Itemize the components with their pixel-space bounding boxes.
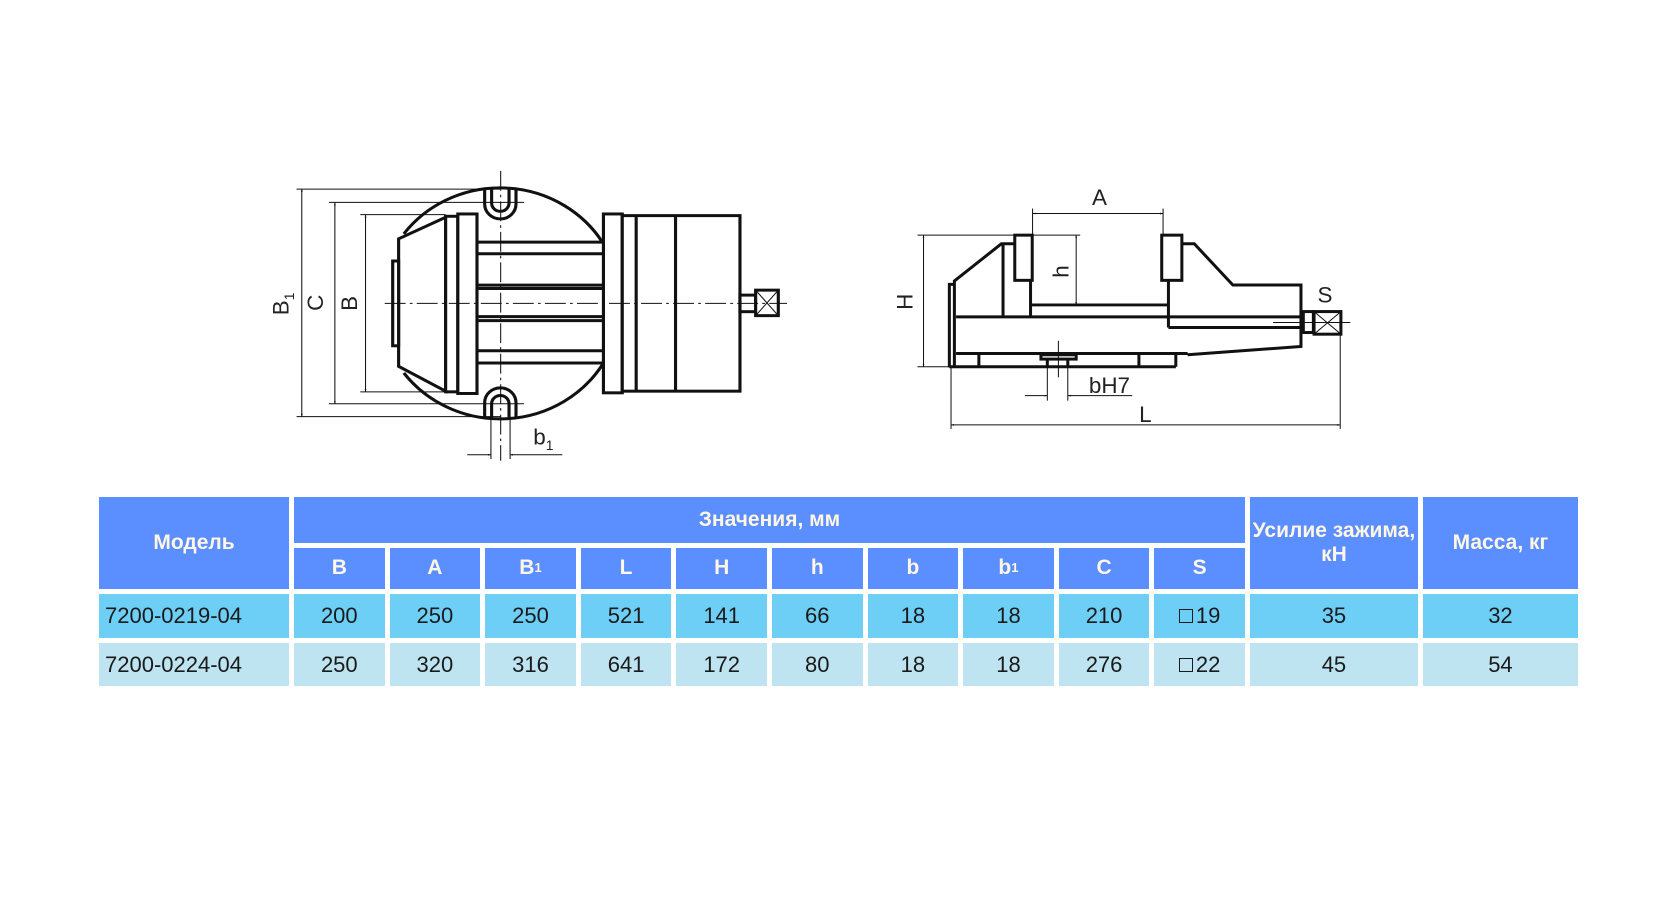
cell-value: 250 [485,594,576,638]
cell-value: 141 [676,594,767,638]
specifications-table: Модель Значения, мм Усилие зажима, кН Ма… [99,497,1578,686]
square-icon [1178,609,1193,623]
cell-value: 200 [294,594,385,638]
cell-value: 18 [867,594,959,638]
cell-force: 35 [1249,594,1418,638]
label-h-small-dim: h [1049,265,1074,277]
square-icon [1178,657,1193,672]
cell-mass: 54 [1422,643,1578,686]
label-l-dim: L [1139,402,1151,427]
header-model: Модель [99,497,289,589]
cell-value: 210 [1058,594,1150,638]
cell-value: 521 [580,594,672,638]
column-header: L [580,548,672,589]
cell-value: 18 [963,594,1054,638]
cell-value: 80 [771,643,863,686]
cell-mass: 32 [1422,594,1578,638]
column-header: A [389,548,481,589]
cell-square-size: 19 [1154,594,1245,638]
label-c-dim: C [303,295,328,311]
column-header: b [867,548,959,589]
column-header: B [294,548,385,589]
label-b1-dim: B1 [269,292,297,315]
cell-value: 276 [1058,643,1150,686]
cell-square-size: 22 [1154,643,1245,686]
cell-value: 250 [294,643,385,686]
row-model: 7200-0219-04 [99,594,289,638]
cell-value: 250 [389,594,481,638]
cell-value: 18 [963,643,1054,686]
cell-value: 320 [389,643,481,686]
column-header: h [771,548,863,589]
cell-value: 641 [580,643,672,686]
cell-value: 18 [867,643,959,686]
cell-force: 45 [1249,643,1418,686]
label-b1-slot-dim: b1 [533,424,553,452]
label-h-dim: H [893,294,918,310]
header-values: Значения, мм [294,497,1245,543]
side-view [917,208,1351,429]
column-header: H [676,548,767,589]
label-s-dim: S [1318,282,1333,307]
column-header: C [1058,548,1150,589]
label-b-dim: B [337,296,362,311]
column-header: S [1154,548,1245,589]
row-model: 7200-0224-04 [99,643,289,686]
cell-value: 316 [485,643,576,686]
header-force: Усилие зажима, кН [1249,497,1418,589]
cell-value: 66 [771,594,863,638]
plan-view [296,170,787,461]
label-a-dim: A [1092,185,1107,210]
cell-value: 172 [676,643,767,686]
header-mass: Масса, кг [1422,497,1578,589]
label-bh7-dim: bH7 [1089,373,1130,398]
